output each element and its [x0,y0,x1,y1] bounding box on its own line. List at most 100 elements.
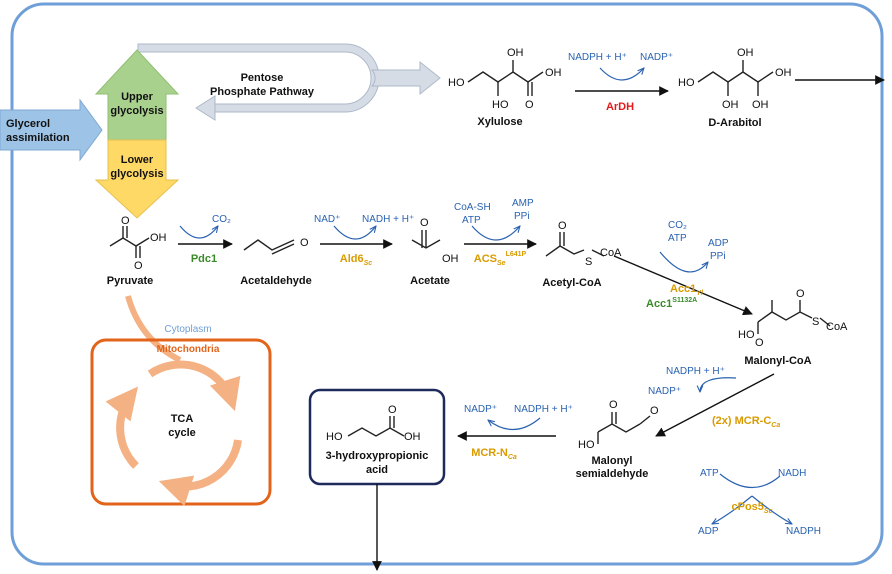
pyruvate-label: Pyruvate [107,275,153,287]
acc1-yl-enzyme: Acc1Yl [670,283,704,297]
svg-text:OH: OH [404,431,421,443]
glycerol-arrow [0,98,103,162]
svg-text:ADP: ADP [708,238,729,249]
ardh-cofactor-arc [599,68,644,81]
mcr-c-arrow [655,373,775,437]
svg-text:AMP: AMP [512,198,534,209]
acs-enzyme: ACSSeL641P [474,251,527,267]
product-label-1: 3-hydroxypropionic [326,450,429,462]
svg-text:OH: OH [442,253,459,265]
svg-text:O: O [796,288,805,300]
svg-text:PPi: PPi [710,251,726,262]
3hp-structure: HO O OH [326,404,421,443]
svg-text:OH: OH [752,99,769,111]
svg-text:HO: HO [678,77,695,89]
pyruvate-structure: O O OH [109,215,167,272]
acetate-structure: O OH [411,217,459,265]
svg-text:NAD⁺: NAD⁺ [314,214,340,225]
mcr-n-cofactor-arc [488,417,541,431]
svg-text:CoA: CoA [600,247,622,259]
svg-text:O: O [388,404,397,416]
xylulose-structure: HO HO OH O OH [448,47,562,111]
svg-text:O: O [558,220,567,232]
svg-text:OH: OH [737,47,754,59]
tca-label-1: TCA [171,413,194,425]
svg-text:NADP⁺: NADP⁺ [464,404,497,415]
svg-text:S: S [812,316,819,328]
pyruvate-to-mito-arrow [125,295,182,363]
cpos5-arc-left [712,495,753,524]
cpos5-arc-right [751,495,792,524]
acc1-arrow [613,255,753,316]
svg-text:HO: HO [578,439,595,451]
cell-border [10,2,884,566]
ardh-out: NADP⁺ [640,52,673,63]
tca-label-2: cycle [168,427,196,439]
svg-text:HO: HO [738,329,755,341]
upper-glycolysis-arrow [94,49,180,141]
malonyl-coa-label: Malonyl-CoA [744,355,811,367]
arabitol-label: D-Arabitol [708,117,761,129]
svg-text:ADP: ADP [698,526,719,537]
acs-cofactor-arc [471,226,520,241]
ardh-enzyme: ArDH [606,101,634,113]
acc1-cofactor-arc [659,251,708,273]
svg-text:NADPH + H⁺: NADPH + H⁺ [514,404,573,415]
ardh-in: NADPH + H⁺ [568,52,627,63]
svg-text:ATP: ATP [462,215,481,226]
svg-text:HO: HO [492,99,509,111]
cpos5-enzyme: cPos5Sc [732,501,773,515]
svg-text:CO₂: CO₂ [668,220,687,231]
svg-text:OH: OH [722,99,739,111]
acetaldehyde-structure: O [243,237,309,255]
cpos5-arc-top [719,473,781,489]
svg-text:ATP: ATP [668,233,687,244]
svg-text:O: O [300,237,309,249]
svg-text:O: O [525,99,534,111]
mitochondria-label: Mitochondria [157,344,220,355]
pdc1-cofactor-arc [179,226,218,239]
svg-text:NADP⁺: NADP⁺ [648,386,681,397]
mcr-c-enzyme: (2x) MCR-CCa [712,415,780,429]
ppp-arrow [137,43,441,121]
svg-text:OH: OH [507,47,524,59]
svg-text:HO: HO [448,77,465,89]
acetaldehyde-label: Acetaldehyde [240,275,312,287]
pdc1-enzyme: Pdc1 [191,253,217,265]
glycerol-label: Glycerol assimilation [6,118,70,144]
acetyl-coa-structure: O S CoA [545,220,622,268]
svg-text:NADH + H⁺: NADH + H⁺ [362,214,414,225]
malonyl-coa-structure: HO O O S CoA [738,288,848,349]
svg-text:O: O [134,260,143,272]
lower-glycolysis-arrow [94,139,180,219]
ald6-enzyme: Ald6Sc [340,253,373,267]
malonyl-semialdehyde-label-1: Malonyl [592,455,633,467]
svg-text:OH: OH [150,232,167,244]
acetate-label: Acetate [410,275,450,287]
mcr-c-cofactor-arc [700,377,737,392]
cytoplasm-label: Cytoplasm [164,324,211,335]
acetyl-coa-label: Acetyl-CoA [542,277,601,289]
malonyl-semialdehyde-structure: HO O O [578,399,659,451]
svg-text:OH: OH [545,67,562,79]
svg-text:CO₂: CO₂ [212,214,231,225]
svg-text:CoA-SH: CoA-SH [454,202,491,213]
svg-text:OH: OH [775,67,792,79]
acc1-mut-enzyme: Acc1S1132A [646,297,697,310]
svg-text:NADPH: NADPH [786,526,821,537]
svg-text:O: O [650,405,659,417]
svg-text:NADH: NADH [778,468,806,479]
svg-text:HO: HO [326,431,343,443]
svg-text:O: O [609,399,618,411]
svg-text:O: O [755,337,764,349]
svg-text:ATP: ATP [700,468,719,479]
mcr-n-enzyme: MCR-NCa [471,447,517,461]
svg-text:O: O [121,215,130,227]
svg-text:S: S [585,256,592,268]
svg-text:O: O [420,217,429,229]
malonyl-semialdehyde-label-2: semialdehyde [576,468,649,480]
svg-text:PPi: PPi [514,211,530,222]
